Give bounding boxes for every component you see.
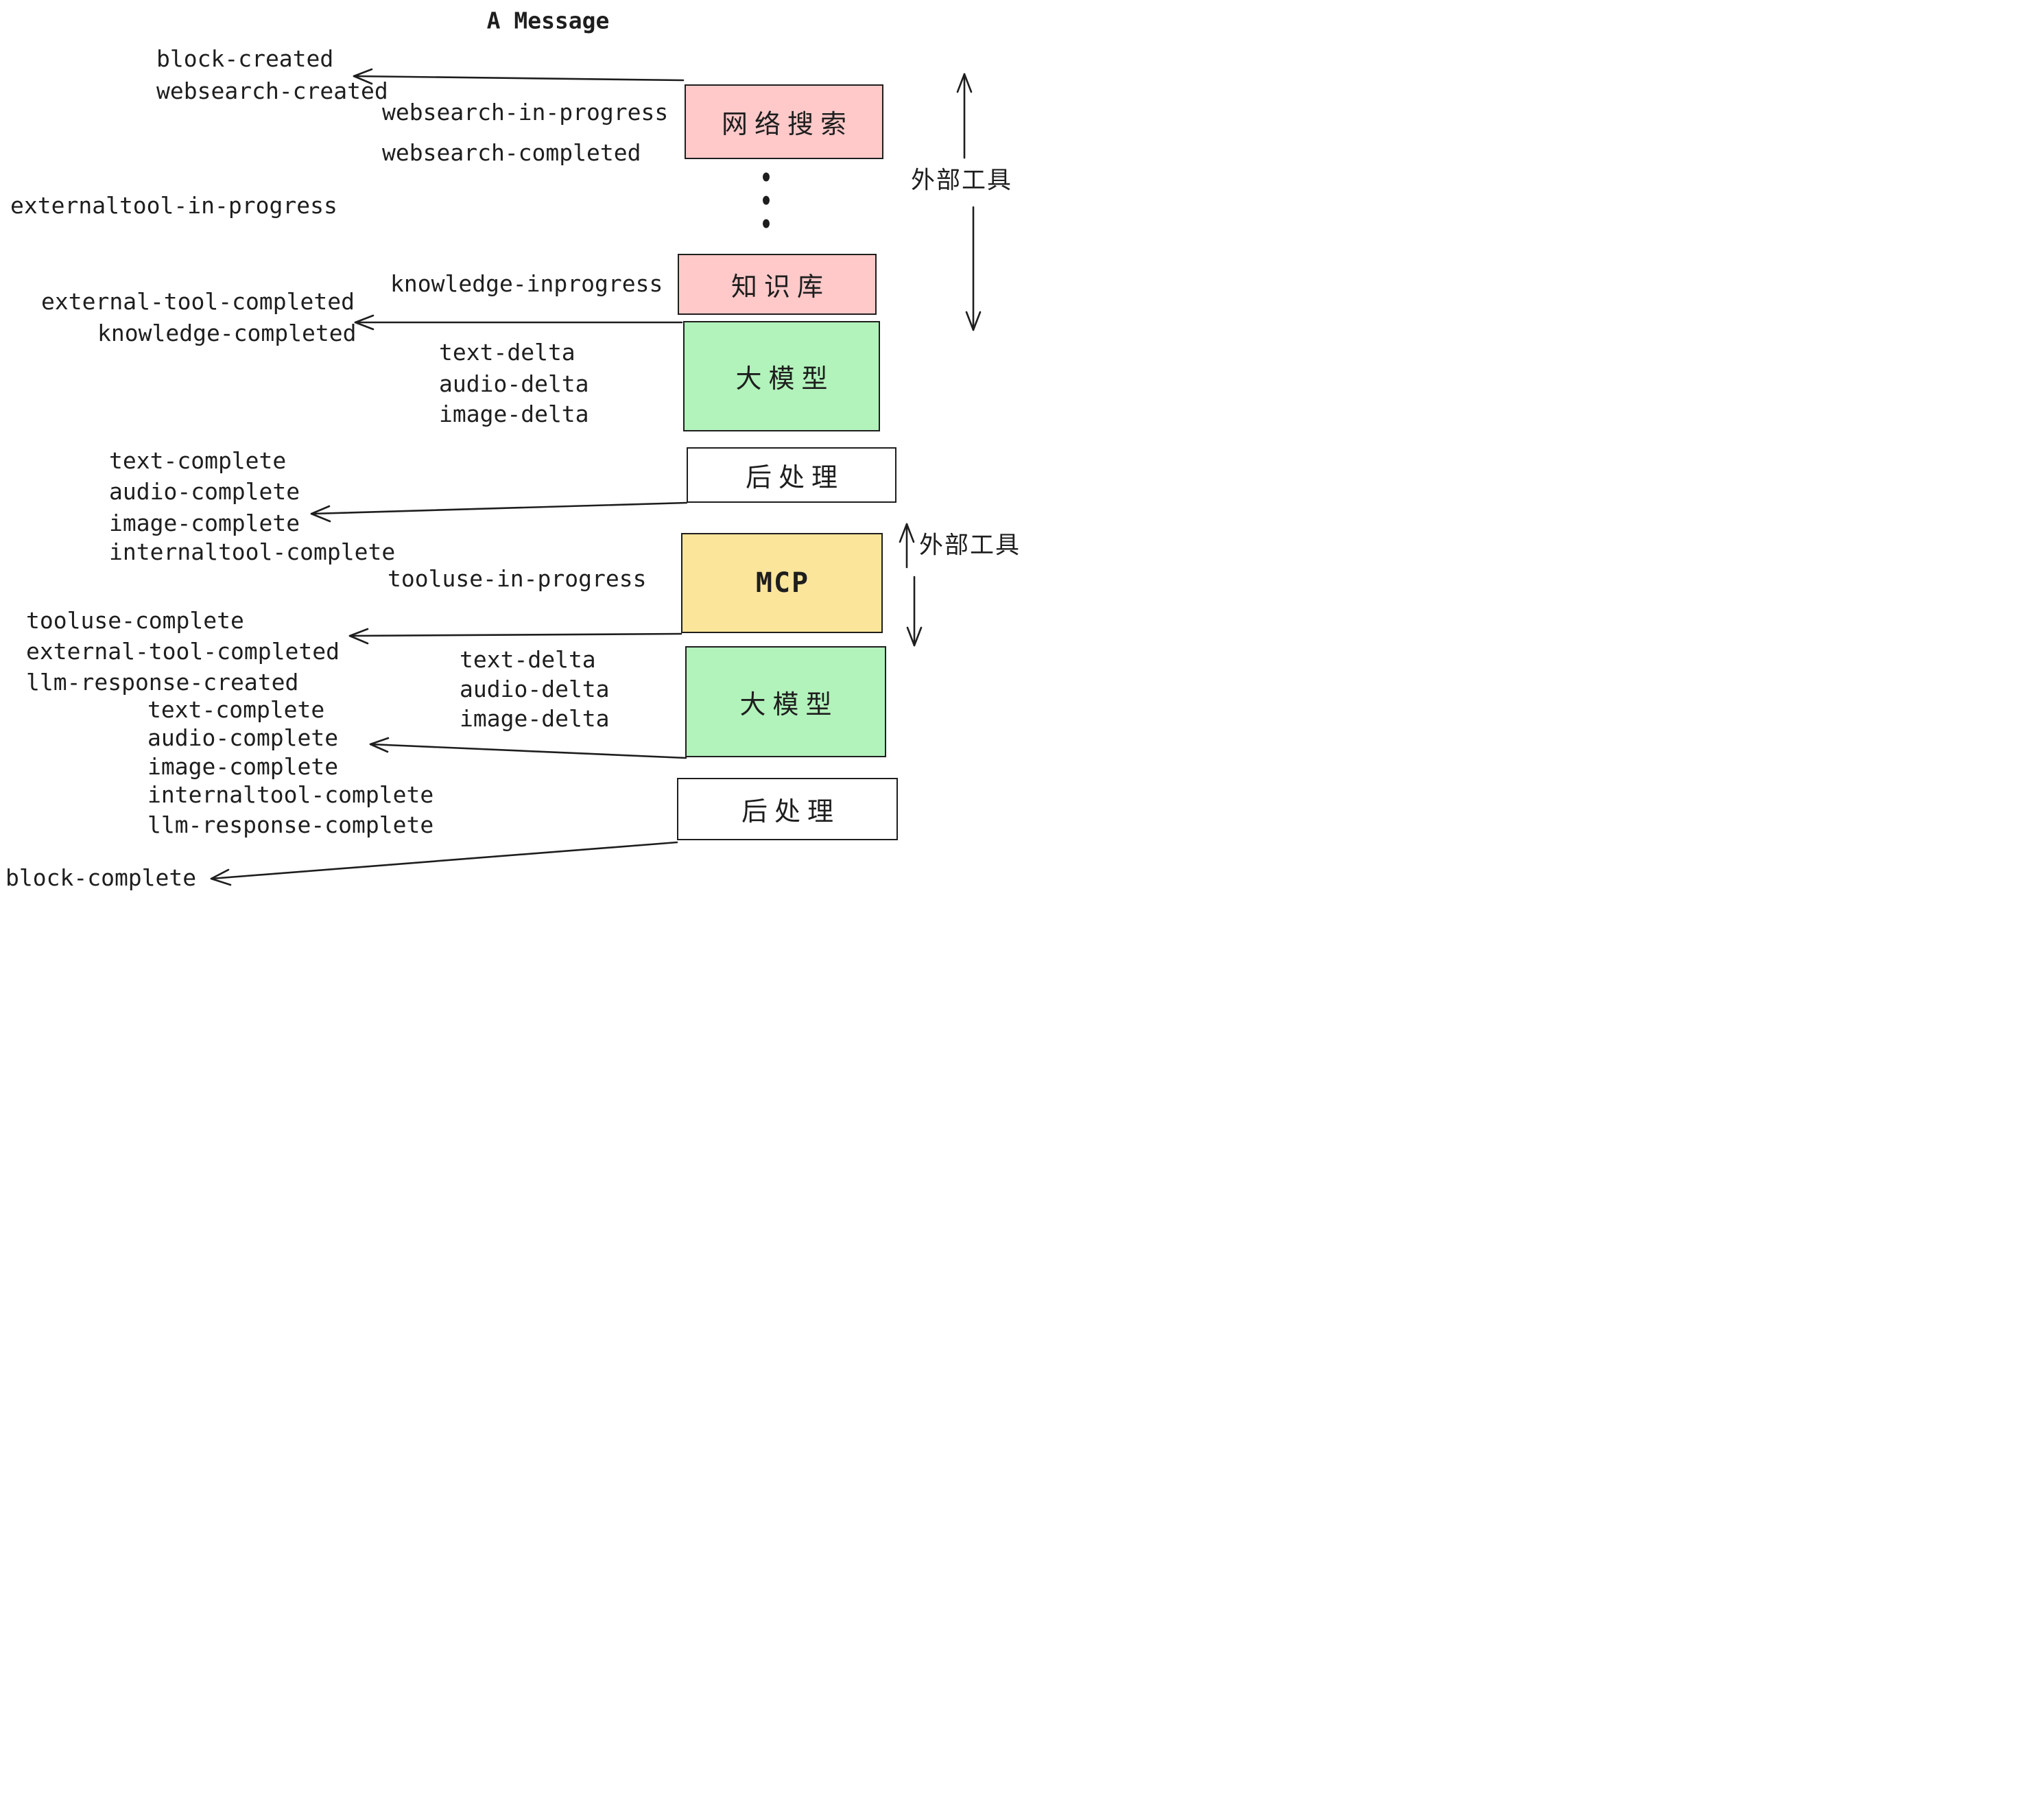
external-tools-up-arrow [956,73,973,159]
event-websearch-created: websearch-created [156,77,388,104]
box-post-process: 后处理 [687,447,896,503]
side-label-external-tools-2: 外部工具 [919,532,1021,559]
event-knowledge-completed: knowledge-completed [97,319,357,346]
event-websearch-completed: websearch-completed [382,139,641,166]
event-external-tool-completed-2: external-tool-completed [26,637,340,665]
event-block-created: block-created [156,45,334,72]
box-llm-2: 大模型 [685,646,886,757]
event-text-complete: text-complete [109,447,287,474]
event-audio-delta: audio-delta [439,370,589,397]
box-llm-label: 大模型 [735,365,835,394]
event-audio-complete-2: audio-complete [147,724,339,751]
event-tooluse-complete: tooluse-complete [26,606,244,634]
box-web-search-label: 网络搜索 [721,110,853,139]
event-external-tool-completed: external-tool-completed [41,287,355,315]
event-externaltool-in-progress: externaltool-in-progress [10,191,337,219]
event-audio-delta-2: audio-delta [460,675,610,702]
arrow-block-created [353,68,685,85]
arrow-image-complete [310,501,688,523]
event-llm-response-complete: llm-response-complete [147,811,434,838]
box-post-process-2-label: 后处理 [741,798,840,827]
event-text-complete-2: text-complete [147,696,325,723]
box-knowledge-base-label: 知识库 [730,273,830,302]
event-websearch-in-progress: websearch-in-progress [382,98,669,126]
event-audio-complete: audio-complete [109,477,300,505]
box-web-search: 网络搜索 [685,84,883,159]
event-internaltool-complete: internaltool-complete [109,538,396,565]
ellipsis-dots [763,172,770,228]
event-block-complete: block-complete [5,864,197,891]
arrow-audio-complete [369,737,687,759]
event-internaltool-complete-2: internaltool-complete [147,781,434,808]
side-label-external-tools: 外部工具 [911,167,1013,194]
event-tooluse-in-progress: tooluse-in-progress [388,565,647,592]
event-knowledge-inprogress: knowledge-inprogress [390,270,663,297]
box-mcp-label: MCP [755,567,810,599]
arrow-block-complete [210,841,678,886]
event-text-delta-2: text-delta [460,645,596,673]
event-image-complete: image-complete [109,509,300,536]
box-llm-2-label: 大模型 [739,690,839,720]
external-tools-down-arrow [965,206,982,331]
mcp-external-tools-down-arrow [906,575,923,647]
message-flow-diagram: A Message block-created websearch-create… [0,0,1022,902]
box-mcp: MCP [681,533,883,633]
mcp-external-tools-up-arrow [899,523,915,569]
box-post-process-2: 后处理 [677,778,898,840]
box-knowledge-base: 知识库 [678,254,877,315]
event-text-delta: text-delta [439,338,575,366]
event-llm-response-created: llm-response-created [26,668,299,696]
box-llm: 大模型 [683,321,880,431]
arrow-knowledge-completed [354,314,683,331]
diagram-title: A Message [486,7,610,34]
event-image-complete-2: image-complete [147,752,339,780]
arrow-tooluse-complete [348,628,682,645]
event-image-delta-2: image-delta [460,704,610,732]
box-post-process-label: 后处理 [745,464,844,492]
event-image-delta: image-delta [439,400,589,427]
